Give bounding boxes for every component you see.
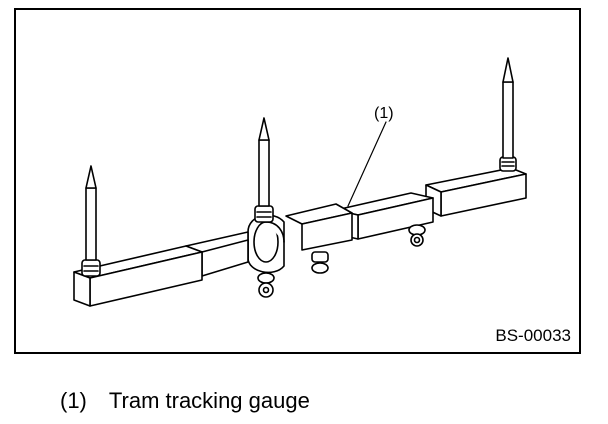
left-pin (81, 165, 101, 277)
legend: (1) Tram tracking gauge (60, 388, 310, 414)
right-beam-segment (425, 167, 527, 217)
collar-clamp-knob (257, 272, 275, 298)
center-collar (247, 214, 285, 274)
callout-label: (1) (374, 105, 394, 122)
center-clamp-knob (311, 251, 329, 274)
center-beam-segment (285, 203, 353, 251)
tram-gauge-illustration: (1) (73, 57, 527, 307)
center-pin (254, 117, 274, 223)
legend-number: (1) (60, 388, 87, 413)
figure-code: BS-00033 (495, 326, 571, 345)
right-pin (499, 57, 517, 172)
callout-1: (1) (347, 105, 394, 207)
figure-frame: (1) BS-00033 (14, 8, 581, 354)
right-clamp-knob (408, 224, 426, 247)
left-beam-segment (73, 245, 203, 307)
legend-text: Tram tracking gauge (108, 388, 310, 413)
